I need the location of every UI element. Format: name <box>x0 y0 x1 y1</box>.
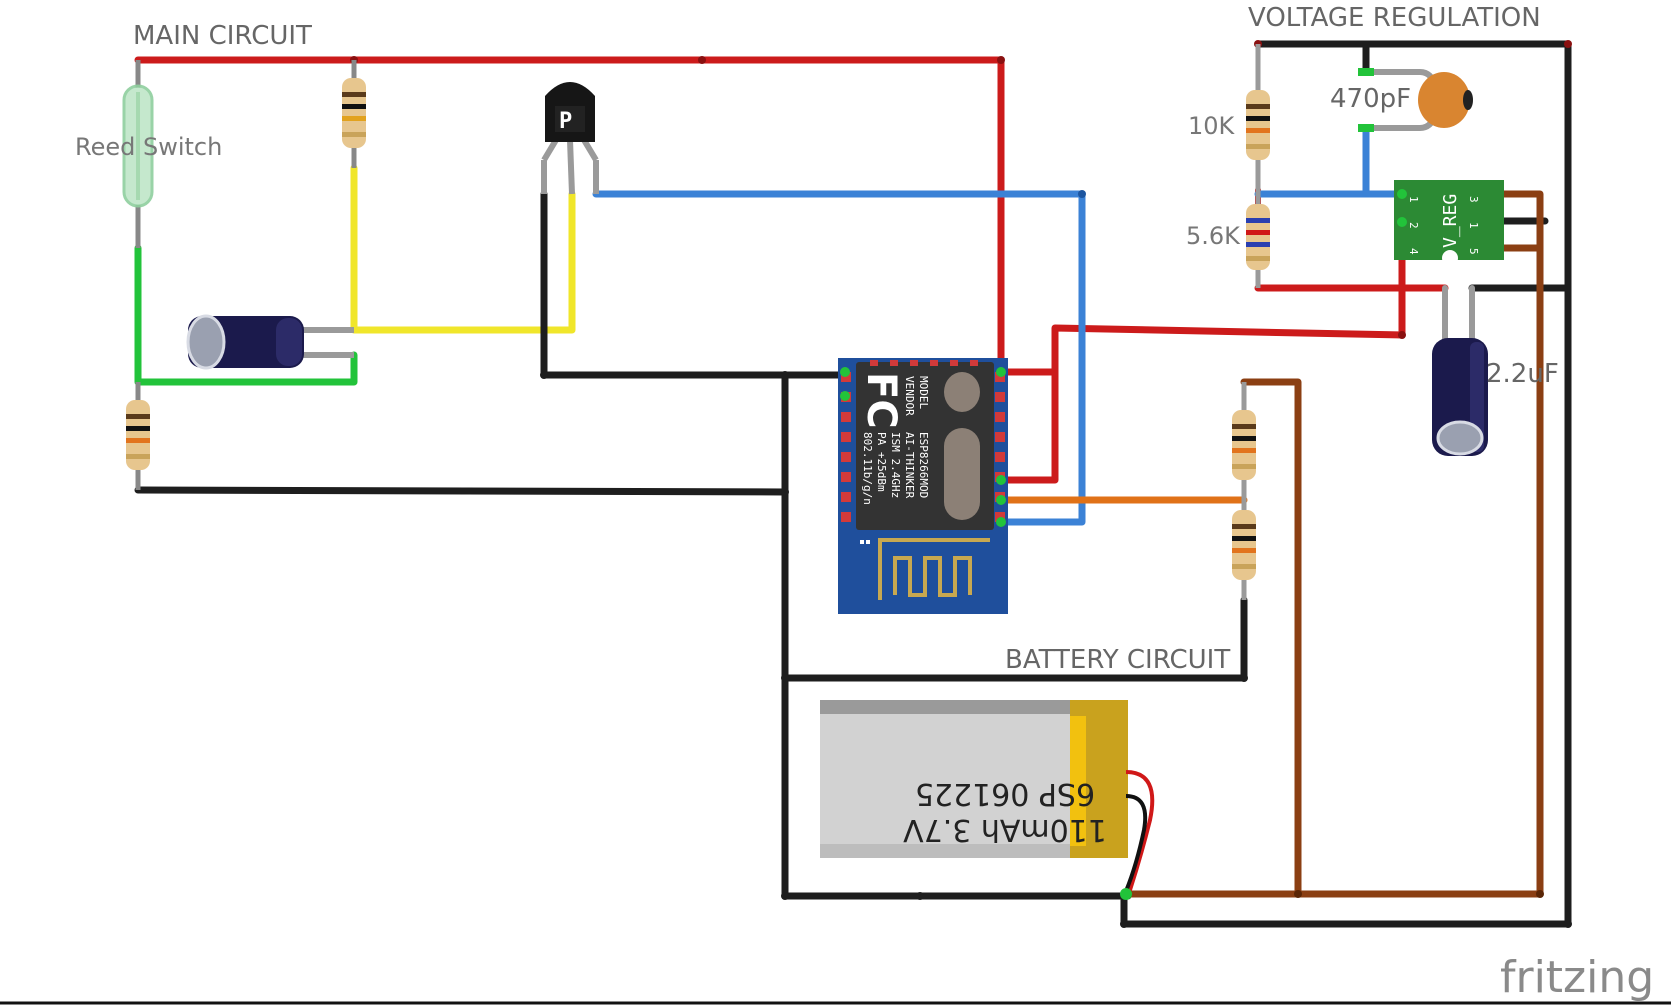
esp8266-module: FC MODEL VENDOR ESP8266MOD AI-THINKER IS… <box>838 358 1008 614</box>
junction-dot <box>1536 890 1544 898</box>
reg-pin-label: 2 <box>1407 222 1420 229</box>
voltage-regulation-label: VOLTAGE REGULATION <box>1248 3 1541 33</box>
resistor-divider-top <box>1232 382 1256 500</box>
junction-dot <box>1564 920 1572 928</box>
voltage-regulator: V_REG 1 2 3 1 5 4 <box>1394 180 1504 266</box>
resistor-5-6k: 5.6K <box>1186 194 1270 288</box>
junction-dot <box>781 892 789 900</box>
battery-model: 6SP 061225 <box>915 776 1095 811</box>
junction-dot <box>1398 331 1406 339</box>
wire-brown-divider <box>1240 378 1302 898</box>
junction-dot <box>698 56 706 64</box>
esp-antenna <box>878 538 990 600</box>
battery-capacity: 110mAh 3.7V <box>903 812 1107 847</box>
resistor-left <box>126 382 150 490</box>
esp-pa: PA +25dBm <box>875 432 888 492</box>
resistor-10k: 10K <box>1188 44 1270 194</box>
junction-dot <box>781 488 789 496</box>
wire-yellow <box>350 164 576 334</box>
reed-switch: Reed Switch <box>75 60 222 248</box>
lipo-battery: 110mAh 3.7V 6SP 061225 <box>820 700 1155 900</box>
fritzing-watermark: fritzing <box>1500 952 1654 1003</box>
label-5-6k: 5.6K <box>1186 222 1241 250</box>
reed-switch-label: Reed Switch <box>75 133 222 161</box>
reg-pin-label: 1 <box>1467 222 1480 229</box>
capacitor-470pf: 470pF <box>1330 68 1473 132</box>
wire-blue-transistor <box>592 190 1086 526</box>
esp-vendor: AI-THINKER <box>903 432 916 499</box>
esp-model: ESP8266MOD <box>917 432 930 498</box>
esp-ism: ISM 2.4GHz <box>889 432 902 498</box>
resistor-divider-bottom <box>1232 500 1256 600</box>
capacitor-2-2uf: 2.2uF <box>1432 338 1559 456</box>
reg-pin-label: 3 <box>1467 196 1480 203</box>
resistor-pullup <box>342 60 366 168</box>
reg-pin-label: 1 <box>1407 196 1420 203</box>
regulator-label: V_REG <box>1440 194 1461 248</box>
main-circuit-label: MAIN CIRCUIT <box>133 21 312 51</box>
esp-model-title: MODEL <box>917 376 930 409</box>
esp-fc-mark: FC <box>858 372 904 429</box>
transistor: P <box>541 82 599 195</box>
label-470pf: 470pF <box>1330 84 1411 114</box>
reg-pin-label: 5 <box>1467 248 1480 255</box>
battery-circuit-label: BATTERY CIRCUIT <box>1005 645 1230 675</box>
wire-black-left <box>134 486 789 496</box>
junction-dot <box>1294 890 1302 898</box>
junctions <box>350 40 1572 928</box>
junction-dot <box>1120 920 1128 928</box>
junction-dot <box>916 892 924 900</box>
wire-black-vreg <box>1120 40 1572 928</box>
label-2-2uf: 2.2uF <box>1486 359 1559 389</box>
junction-dot <box>1240 674 1248 682</box>
reg-pin-label: 4 <box>1407 248 1420 255</box>
junction-dot <box>1078 190 1086 198</box>
wire-red-to-reg <box>997 226 1406 484</box>
wire-brown-reg <box>1124 190 1544 898</box>
capacitor-main <box>186 314 354 370</box>
wire-black-transistor <box>540 190 849 379</box>
junction-dot <box>540 371 548 379</box>
junction-dot <box>997 56 1005 64</box>
label-10k: 10K <box>1188 112 1236 140</box>
esp-wifi: 802.11b/g/n <box>861 432 874 505</box>
transistor-mark: P <box>559 109 572 134</box>
junction-dot <box>781 371 789 379</box>
esp-vendor-title: VENDOR <box>903 376 916 416</box>
wire-green <box>134 244 358 386</box>
junction-dot <box>1564 40 1572 48</box>
junction-dot <box>781 674 789 682</box>
